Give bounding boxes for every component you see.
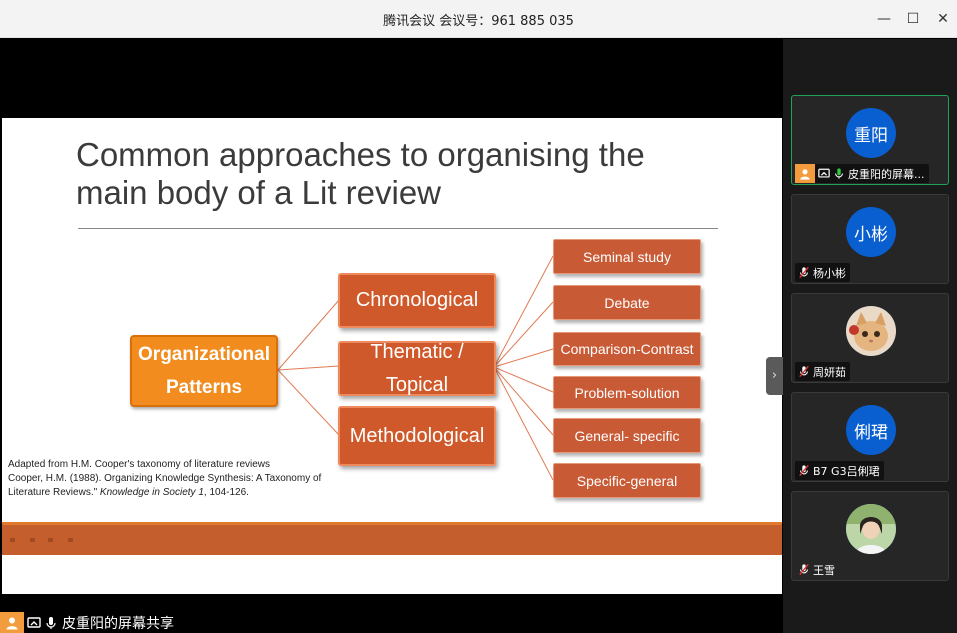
participant-avatar: 小彬	[846, 207, 896, 257]
user-avatar-icon	[795, 164, 815, 183]
participant-tile[interactable]: 重阳 皮重阳的屏幕...	[791, 95, 949, 185]
presentation-slide: Common approaches to organising the main…	[2, 118, 782, 594]
footer-nav-icon	[10, 538, 15, 542]
participant-avatar: 俐珺	[846, 405, 896, 455]
slide-title: Common approaches to organising the main…	[76, 136, 645, 212]
subtopic-box: Debate	[553, 285, 701, 320]
microphone-muted-icon	[799, 266, 809, 279]
participant-name: 皮重阳的屏幕...	[848, 167, 925, 181]
citation-journal: Knowledge in Society 1	[99, 487, 204, 498]
participant-name: 王雪	[813, 563, 835, 577]
subtopic-box: Comparison-Contrast	[553, 332, 701, 366]
citation-line2: Cooper, H.M. (1988). Organizing Knowledg…	[8, 473, 322, 484]
participant-avatar: 重阳	[846, 108, 896, 158]
subtopic-box: Specific-general	[553, 463, 701, 498]
participant-name: 杨小彬	[813, 266, 846, 280]
participant-tile[interactable]: 俐珺 B7 G3吕俐珺	[791, 392, 949, 482]
microphone-muted-icon	[799, 464, 809, 477]
title-divider	[78, 228, 718, 229]
participant-label: 王雪	[795, 560, 839, 579]
participant-name: 周妍茹	[813, 365, 846, 379]
root-label-line1: Organizational	[138, 344, 270, 365]
microphone-icon	[46, 616, 56, 629]
chronological-box: Chronological	[338, 273, 496, 328]
subtopic-box: General- specific	[553, 418, 701, 453]
close-icon[interactable]: ✕	[937, 11, 949, 27]
subtopic-box: Problem-solution	[553, 376, 701, 409]
participant-name: B7 G3吕俐珺	[813, 464, 880, 478]
window-title: 腾讯会议 会议号：961 885 035	[383, 14, 574, 29]
slide-title-line2: main body of a Lit review	[76, 174, 442, 211]
citation-line3-prefix: Literature Reviews."	[8, 487, 98, 498]
sharer-label: 皮重阳的屏幕共享	[0, 612, 174, 633]
participant-tile[interactable]: 王雪	[791, 491, 949, 581]
microphone-muted-icon	[799, 365, 809, 378]
footer-nav-icon	[68, 538, 73, 542]
thematic-topical-box: Thematic / Topical	[338, 341, 496, 396]
methodological-box: Methodological	[338, 406, 496, 466]
collapse-panel-icon[interactable]: ›	[766, 357, 783, 395]
citation-text: Adapted from H.M. Cooper's taxonomy of l…	[8, 458, 321, 500]
footer-nav-icon	[30, 538, 35, 542]
minimize-icon[interactable]: —	[877, 11, 891, 27]
slide-footer	[2, 522, 782, 594]
title-bar: 腾讯会议 会议号：961 885 035 — ☐ ✕	[0, 0, 957, 38]
screen-share-icon	[27, 616, 41, 628]
participant-tile[interactable]: 周妍茹	[791, 293, 949, 383]
participant-label: 皮重阳的屏幕...	[795, 164, 929, 183]
microphone-icon	[835, 168, 843, 179]
footer-nav-icon	[48, 538, 53, 542]
slide-title-line1: Common approaches to organising the	[76, 136, 645, 173]
maximize-icon[interactable]: ☐	[906, 11, 920, 27]
footer-accent-line	[2, 522, 782, 525]
sharer-name: 皮重阳的屏幕共享	[62, 615, 174, 632]
participant-label: 周妍茹	[795, 362, 850, 381]
screen-share-icon	[818, 168, 830, 178]
citation-line3-suffix: , 104-126.	[203, 487, 249, 498]
organizational-patterns-box: Organizational Patterns	[130, 335, 278, 407]
participant-tile[interactable]: 小彬 杨小彬	[791, 194, 949, 284]
participant-label: B7 G3吕俐珺	[795, 461, 884, 480]
microphone-muted-icon	[799, 563, 809, 576]
user-avatar-icon	[0, 612, 24, 633]
root-label-line2: Patterns	[165, 377, 243, 398]
citation-line1: Adapted from H.M. Cooper's taxonomy of l…	[8, 459, 271, 470]
person-photo-avatar	[846, 504, 896, 554]
citation-line3: Literature Reviews." Knowledge in Societ…	[8, 486, 321, 500]
footer-bar	[2, 525, 782, 555]
subtopic-box: Seminal study	[553, 239, 701, 274]
diagram-connectors	[277, 255, 554, 481]
shared-screen-view: Common approaches to organising the main…	[0, 39, 783, 633]
participants-panel: 重阳 皮重阳的屏幕... 小彬 杨小彬	[783, 39, 957, 633]
thematic-label-line1: Thematic /	[370, 340, 464, 363]
thematic-label-line2: Topical	[385, 373, 449, 396]
cat-photo-avatar	[846, 306, 896, 356]
participant-label: 杨小彬	[795, 263, 850, 282]
